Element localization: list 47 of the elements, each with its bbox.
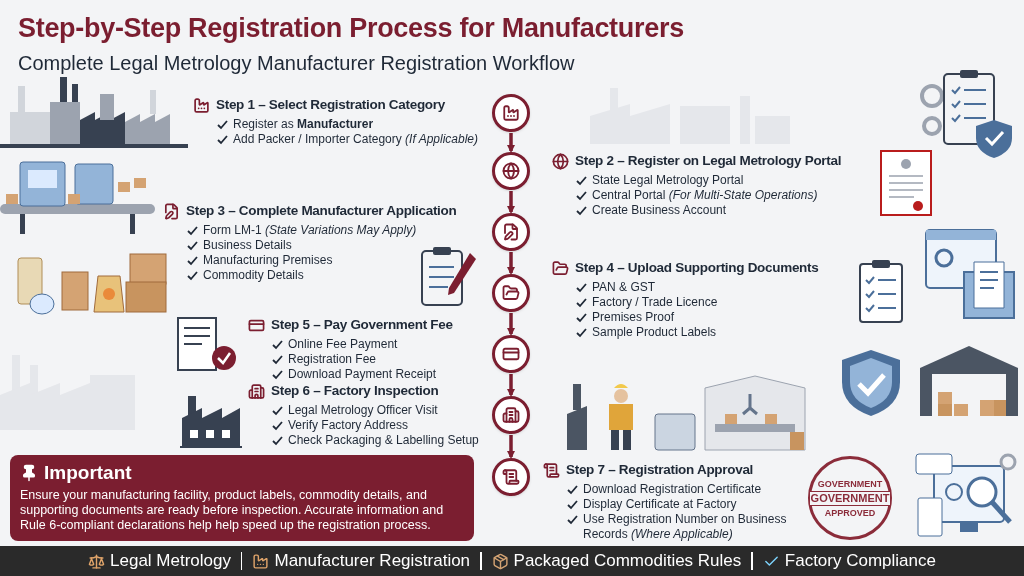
footer-tag: Packaged Commodities Rules xyxy=(513,548,742,574)
step-item: Form LM-1 (State Variations May Apply) xyxy=(203,223,417,239)
step-item: PAN & GST xyxy=(592,280,656,296)
step-item: Online Fee Payment xyxy=(288,337,398,353)
arrow xyxy=(507,435,515,459)
step-item: Factory / Trade Licence xyxy=(592,295,718,311)
step-heading: Step 4 – Upload Supporting Documents xyxy=(575,259,819,277)
step-item: Register as Manufacturer xyxy=(233,117,374,133)
step-item: Display Certificate at Factory xyxy=(583,497,737,513)
arrow xyxy=(507,313,515,336)
step-heading: Step 7 – Registration Approval xyxy=(566,461,754,479)
important-note-panel xyxy=(10,455,474,541)
step-item: Download Registration Certificate xyxy=(583,482,762,498)
stamp-text: GOVERNMENT xyxy=(809,490,891,506)
step-item: Premises Proof xyxy=(592,310,675,326)
step-heading: Step 6 – Factory Inspection xyxy=(271,382,439,400)
step-item: State Legal Metrology Portal xyxy=(592,173,744,189)
arrow xyxy=(507,133,515,153)
subtitle: Complete Legal Metrology Manufacturer Registration Workflow xyxy=(18,51,575,76)
step-item: Manufacturing Premises xyxy=(203,253,333,269)
step-item: Commodity Details xyxy=(203,268,304,284)
note-text: Ensure your manufacturing facility, product labels, commodity details, and supporting documents are ready before inspection. Accurate information and Rule 6-compliant declarations help help speed up the registration process. xyxy=(20,487,445,533)
step-heading: Step 3 – Complete Manufacturer Application xyxy=(186,202,457,220)
step-item: Business Details xyxy=(203,238,292,254)
step-heading: Step 2 – Register on Legal Metrology Portal xyxy=(575,152,842,170)
step-item: Use Registration Number on Business Records (Where Applicable) xyxy=(583,512,788,543)
step-item: Sample Product Labels xyxy=(592,325,717,341)
arrow xyxy=(507,191,515,214)
step-item: Download Payment Receipt xyxy=(288,367,437,383)
step-item: Registration Fee xyxy=(288,352,377,368)
title: Step-by-Step Registration Process for Manufacturers xyxy=(18,12,684,45)
footer-tag: Manufacturer Registration xyxy=(274,548,471,574)
step-item: Check Packaging & Labelling Setup xyxy=(288,433,479,449)
stamp-text: GOVERNMENT xyxy=(817,478,883,489)
step-item: Verify Factory Address xyxy=(288,418,409,434)
arrow xyxy=(507,252,515,275)
step-item: Legal Metrology Officer Visit xyxy=(288,403,438,419)
step-heading: Step 1 – Select Registration Category xyxy=(216,96,445,114)
arrow xyxy=(507,374,515,397)
footer-tag: Factory Compliance xyxy=(784,548,936,574)
step-item: Create Business Account xyxy=(592,203,727,219)
note-heading: Important xyxy=(44,461,132,485)
step-item: Central Portal (For Multi-State Operations) xyxy=(592,188,818,204)
stamp-text: APPROVED xyxy=(824,507,876,518)
step-heading: Step 5 – Pay Government Fee xyxy=(271,316,453,334)
footer-tag: Legal Metrology xyxy=(110,548,231,574)
step-item: Add Packer / Importer Category (If Applicable) xyxy=(233,132,478,148)
